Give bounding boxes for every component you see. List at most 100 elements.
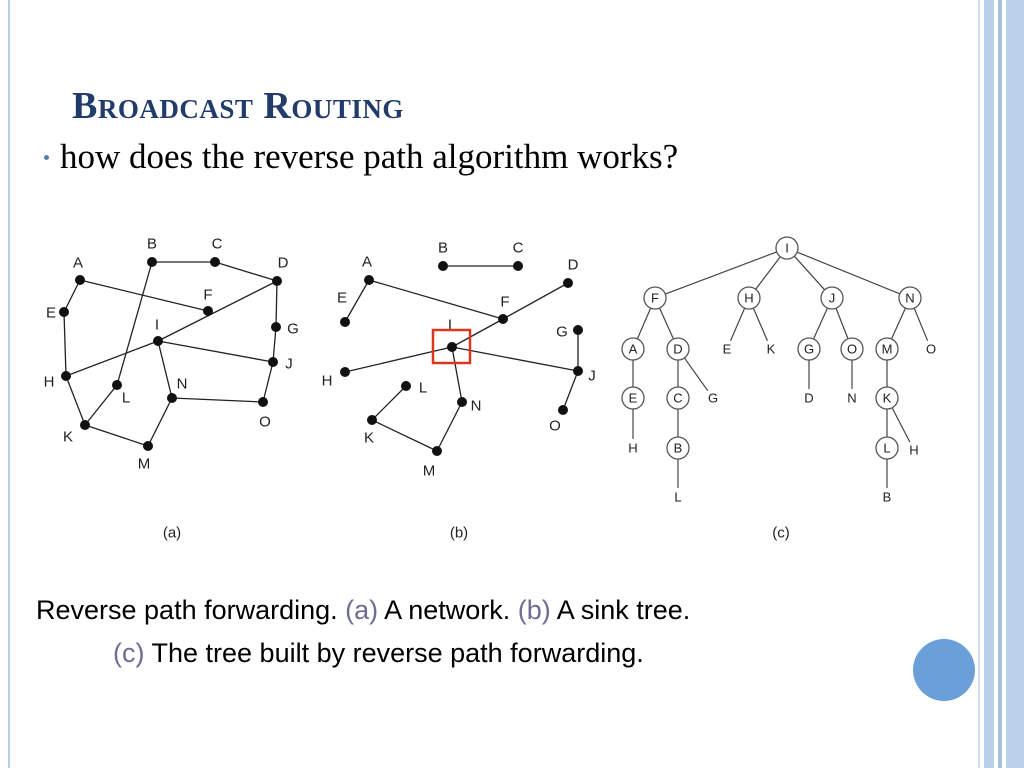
edge-a-K-M xyxy=(84,424,149,447)
edge-c-K2-H4 xyxy=(891,407,911,443)
edge-b-A-F xyxy=(368,279,504,320)
tree-label-J: J xyxy=(829,291,836,306)
node-label-b-H: H xyxy=(322,373,333,390)
tree-node-F xyxy=(643,286,667,310)
caption-text-3: A sink tree. xyxy=(550,595,691,625)
caption-text-1: Reverse path forwarding. xyxy=(36,595,346,625)
edge-c-J-G1 xyxy=(812,307,829,340)
node-b-H xyxy=(340,367,350,377)
tree-node-E2 xyxy=(621,386,645,410)
tree-node-C2 xyxy=(666,386,690,410)
edge-c-N-O2 xyxy=(913,307,929,341)
caption-text-2: A network. xyxy=(378,595,518,625)
node-b-C xyxy=(513,261,523,271)
bullet-text: how does the reverse path algorithm work… xyxy=(60,137,679,176)
node-label-b-D: D xyxy=(568,257,579,274)
edge-a-I-H xyxy=(65,340,159,377)
slide-title: BROADCAST ROUTING xyxy=(72,84,404,128)
edge-a-M-N xyxy=(147,397,173,447)
tree-label-E2: E xyxy=(629,391,638,406)
node-b-G xyxy=(573,325,583,335)
tree-label-G1: G xyxy=(804,342,814,357)
caption-mark-b: (b) xyxy=(517,595,551,625)
node-label-a-C: C xyxy=(212,236,223,253)
node-label-b-L: L xyxy=(419,380,427,397)
tree-label-B4: B xyxy=(883,490,892,505)
bullet-icon xyxy=(44,155,49,160)
tree-label-D2: D xyxy=(804,391,813,406)
tree-label-O1: O xyxy=(847,342,857,357)
node-label-b-J: J xyxy=(588,368,596,385)
edge-c-I-F xyxy=(665,251,777,295)
node-label-b-B: B xyxy=(438,240,448,257)
tree-label-E1: E xyxy=(723,342,732,357)
tree-node-L3 xyxy=(875,436,899,460)
tree-label-I: I xyxy=(785,241,789,256)
node-a-O xyxy=(258,397,268,407)
edge-b-F-I xyxy=(451,318,504,348)
edge-b-A-E xyxy=(344,279,370,323)
tree-node-H xyxy=(737,286,761,310)
tree-label-C2: C xyxy=(673,391,682,406)
node-label-b-F: F xyxy=(500,294,509,311)
node-b-L xyxy=(401,381,411,391)
tree-node-G1 xyxy=(797,337,821,361)
decorative-circle xyxy=(913,639,975,701)
tree-node-O1 xyxy=(840,337,864,361)
edge-c-H-E1 xyxy=(730,307,746,341)
node-b-O xyxy=(558,405,568,415)
caption-mark-c: (c) xyxy=(113,638,145,668)
tree-label-L3: L xyxy=(883,441,890,456)
tree-label-H3: H xyxy=(628,441,637,456)
title-first-rest: ROADCAST xyxy=(97,94,254,124)
edge-b-I-N xyxy=(451,346,463,403)
node-a-L xyxy=(112,380,122,390)
tree-label-G2: G xyxy=(708,391,718,406)
node-label-a-I: I xyxy=(155,317,159,334)
edge-a-D-C xyxy=(214,261,278,282)
edge-a-A-E xyxy=(63,279,81,313)
edge-c-I-H xyxy=(755,256,781,290)
node-label-b-K: K xyxy=(364,430,374,447)
node-label-a-J: J xyxy=(285,356,293,373)
edge-a-D-I xyxy=(157,280,278,342)
node-b-N xyxy=(457,397,467,407)
tree-label-A1: A xyxy=(629,342,638,357)
tree-label-N: N xyxy=(905,291,914,306)
tree-node-A1 xyxy=(621,337,645,361)
edge-a-A-F xyxy=(79,279,209,312)
node-label-b-M: M xyxy=(423,463,436,480)
node-label-b-G: G xyxy=(556,324,568,341)
edge-c-F-D1 xyxy=(658,307,675,340)
edge-c-I-J xyxy=(793,255,826,291)
tree-label-H4: H xyxy=(909,443,918,458)
tree-node-K2 xyxy=(875,386,899,410)
node-label-a-A: A xyxy=(73,255,83,272)
edge-c-F-A1 xyxy=(636,307,652,340)
tree-label-D1: D xyxy=(673,342,682,357)
node-label-a-E: E xyxy=(46,305,56,322)
right-decorative-border xyxy=(978,0,1024,768)
node-a-D xyxy=(272,276,282,286)
edge-a-J-I xyxy=(157,340,274,363)
node-label-a-L: L xyxy=(122,390,130,407)
node-a-E xyxy=(59,307,69,317)
edge-a-J-G xyxy=(272,326,277,363)
edge-b-I-H xyxy=(344,346,453,373)
node-a-G xyxy=(271,322,281,332)
node-a-H xyxy=(61,371,71,381)
node-label-a-G: G xyxy=(287,321,299,338)
node-label-b-E: E xyxy=(337,290,347,307)
edge-a-E-H xyxy=(63,311,67,377)
caption-mark-a: (a) xyxy=(345,595,379,625)
title-second-rest: OUTING xyxy=(291,94,404,124)
caption-line-2: (c) The tree built by reverse path forwa… xyxy=(113,638,644,669)
edge-a-N-O xyxy=(171,397,264,403)
node-label-a-B: B xyxy=(147,236,157,253)
edge-c-H-K1 xyxy=(752,307,768,341)
node-b-J xyxy=(573,366,583,376)
node-label-a-M: M xyxy=(138,456,151,473)
left-border-line xyxy=(8,0,10,768)
node-b-B xyxy=(438,261,448,271)
